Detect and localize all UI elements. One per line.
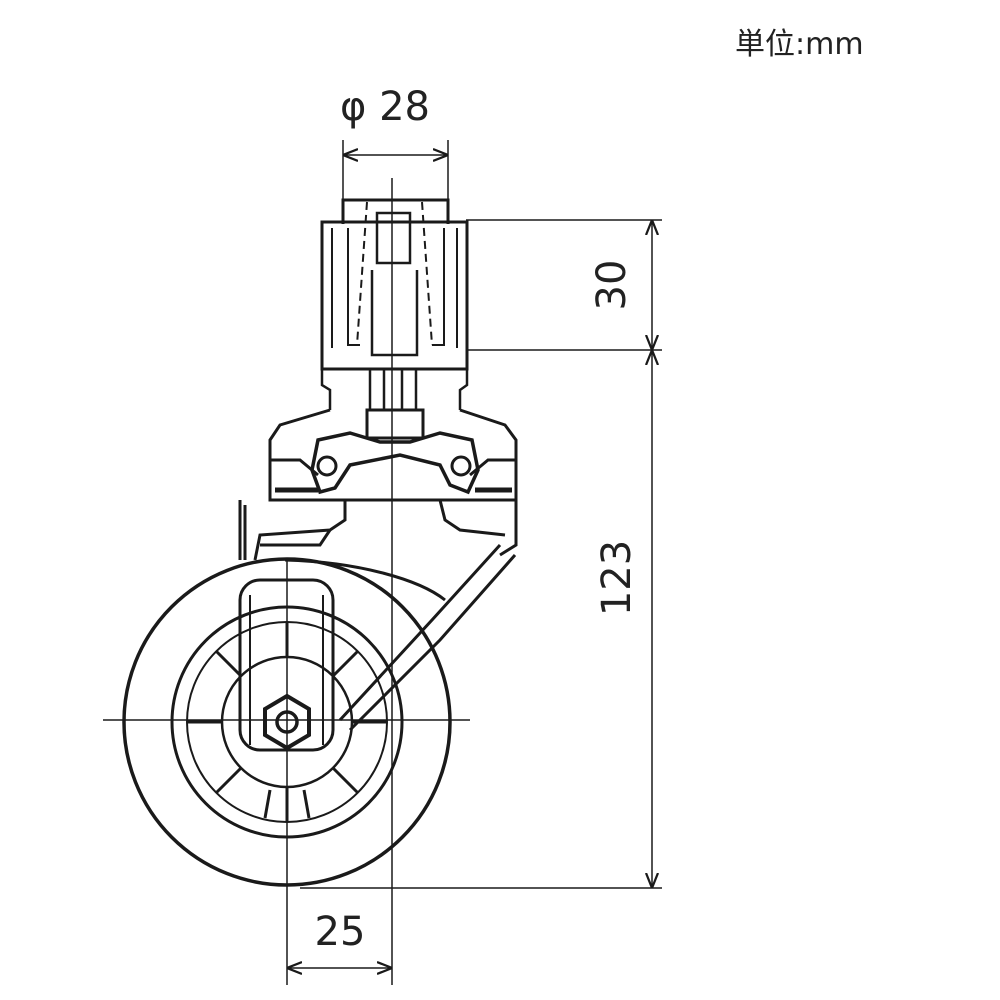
bearing-housing [268,408,518,502]
dimension-lines [287,140,662,968]
center-lines [103,178,470,985]
dim-stem-height: 30 [589,260,635,311]
dim-offset: 25 [315,909,366,955]
unit-label: 単位:mm [735,27,864,62]
dim-stem-diameter: φ 28 [340,84,430,130]
nut [365,408,425,440]
caster-body [122,198,518,887]
stem [320,198,469,410]
dim-overall-height: 123 [594,540,640,616]
